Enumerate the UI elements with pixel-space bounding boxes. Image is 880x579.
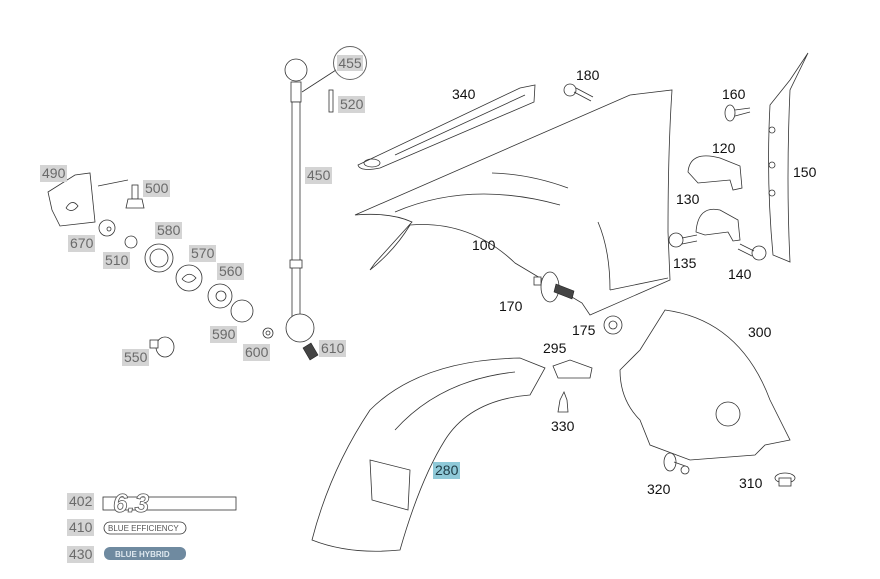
part-label-340[interactable]: 340 — [452, 86, 476, 102]
nut-310[interactable] — [774, 472, 796, 487]
part-label-402[interactable]: 402 — [67, 493, 95, 510]
bolt-140[interactable] — [737, 243, 767, 261]
badge-430-text: BLUE HYBRID — [115, 550, 170, 559]
plate-570[interactable] — [175, 264, 203, 292]
bushing-560[interactable] — [207, 283, 233, 309]
bolt-135[interactable] — [668, 232, 698, 248]
part-label-320[interactable]: 320 — [647, 481, 671, 497]
part-label-100[interactable]: 100 — [472, 237, 496, 253]
trim-strip-150[interactable] — [768, 52, 809, 263]
part-label-580[interactable]: 580 — [155, 222, 183, 239]
badge-402[interactable]: 6.3 — [102, 488, 237, 518]
part-label-330[interactable]: 330 — [551, 418, 575, 434]
bolt-180[interactable] — [563, 83, 594, 102]
part-label-600[interactable]: 600 — [243, 344, 271, 361]
part-label-120[interactable]: 120 — [712, 140, 736, 156]
badge-410-text: BLUE EFFICIENCY — [108, 524, 179, 533]
part-label-500[interactable]: 500 — [143, 180, 171, 197]
part-label-520[interactable]: 520 — [338, 96, 366, 113]
nut-175[interactable] — [603, 315, 623, 335]
part-label-590[interactable]: 590 — [210, 326, 238, 343]
part-label-180[interactable]: 180 — [576, 67, 600, 83]
bushing-670[interactable] — [98, 219, 116, 237]
plug-550[interactable] — [149, 336, 175, 358]
part-label-510[interactable]: 510 — [103, 252, 131, 269]
sealing-strip-340[interactable] — [357, 84, 536, 170]
spring-610[interactable] — [302, 342, 319, 361]
spacer-510[interactable] — [124, 235, 138, 249]
part-label-670[interactable]: 670 — [68, 235, 96, 252]
badge-402-text: 6.3 — [113, 488, 150, 518]
badge-410[interactable]: BLUE EFFICIENCY — [103, 521, 187, 535]
part-label-430[interactable]: 430 — [67, 546, 95, 563]
part-label-410[interactable]: 410 — [67, 519, 95, 536]
part-label-455[interactable]: 455 — [333, 46, 367, 80]
ring-590[interactable] — [230, 299, 254, 323]
fender-part-100[interactable] — [354, 89, 673, 316]
part-label-130[interactable]: 130 — [676, 191, 700, 207]
part-label-490[interactable]: 490 — [40, 165, 68, 182]
rivet-320[interactable] — [663, 452, 690, 475]
part-label-175[interactable]: 175 — [572, 322, 596, 338]
gasket-580[interactable] — [144, 243, 174, 273]
part-label-170[interactable]: 170 — [499, 298, 523, 314]
pin-520[interactable] — [328, 89, 334, 113]
bolt-170[interactable] — [533, 271, 575, 303]
washer-600[interactable] — [262, 327, 274, 339]
bracket-120[interactable] — [687, 155, 743, 191]
part-label-140[interactable]: 140 — [728, 266, 752, 282]
screw-330[interactable] — [557, 391, 569, 413]
part-label-450[interactable]: 450 — [305, 167, 333, 184]
part-label-295[interactable]: 295 — [543, 340, 567, 356]
wheel-liner-rear-300[interactable] — [619, 309, 791, 461]
bolt-500[interactable] — [125, 184, 145, 209]
nut-295[interactable] — [552, 359, 593, 379]
part-label-610[interactable]: 610 — [319, 340, 347, 357]
part-label-550[interactable]: 550 — [122, 349, 150, 366]
part-label-150[interactable]: 150 — [793, 164, 817, 180]
part-label-300[interactable]: 300 — [748, 324, 772, 340]
part-label-570[interactable]: 570 — [189, 245, 217, 262]
part-label-160[interactable]: 160 — [722, 86, 746, 102]
part-label-560[interactable]: 560 — [217, 263, 245, 280]
badge-430[interactable]: BLUE HYBRID — [104, 547, 186, 560]
part-label-135[interactable]: 135 — [673, 255, 697, 271]
wheel-liner-280[interactable] — [311, 357, 546, 552]
part-label-310[interactable]: 310 — [739, 475, 763, 491]
bracket-130[interactable] — [695, 208, 741, 242]
clip-160[interactable] — [724, 104, 751, 122]
part-label-280[interactable]: 280 — [433, 462, 461, 479]
bracket-490[interactable] — [47, 172, 129, 227]
support-rod-450[interactable] — [284, 58, 337, 343]
